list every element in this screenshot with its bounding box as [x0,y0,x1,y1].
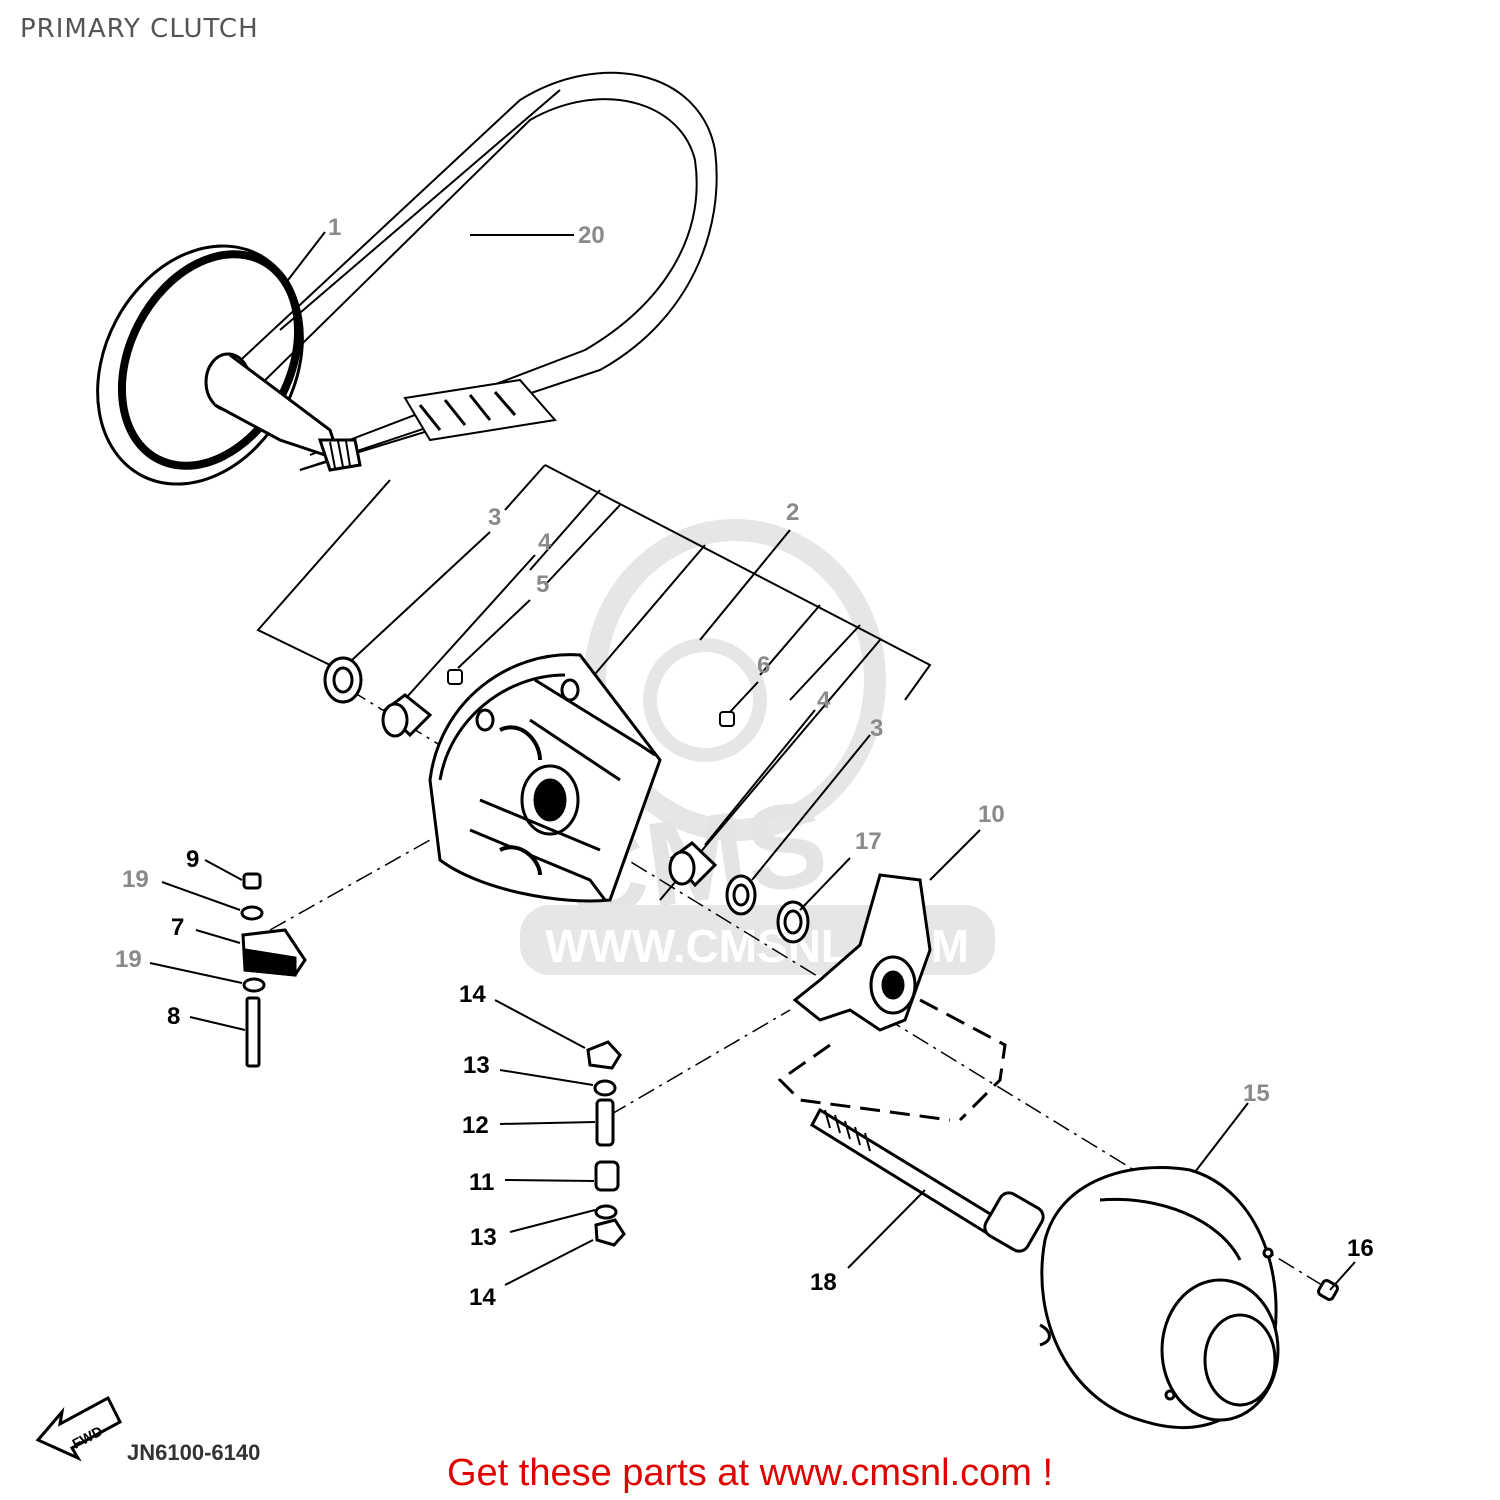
callout-2: 2 [786,499,799,526]
diagram-code: JN6100-6140 [127,1440,260,1465]
callout-4b: 4 [817,687,831,714]
washer-19-top [240,905,264,921]
cap-14-bottom [594,1218,626,1247]
washer-3-right [725,874,757,916]
callout-15: 15 [1243,1080,1270,1107]
cap-14-top [586,1040,622,1070]
callout-1: 1 [328,214,341,241]
weight-7 [241,928,307,977]
callout-5: 5 [536,571,549,598]
leader-lines [149,231,1356,1291]
callout-11: 11 [469,1169,494,1196]
callout-4a: 4 [538,529,552,556]
bushing-4-right [668,841,718,888]
callout-14a: 14 [459,981,486,1008]
nut-16 [1317,1279,1339,1301]
roller-11 [594,1160,620,1192]
clutch-housing [428,653,662,903]
callouts: 1 20 3 2 4 5 6 4 3 10 17 9 19 7 19 8 14 … [115,214,1374,1311]
washer-3-left [323,656,363,704]
callout-16: 16 [1347,1235,1374,1262]
callout-3b: 3 [870,715,883,742]
pin-8 [245,996,261,1068]
spider [792,873,932,1032]
fwd-arrow-icon: FWD [35,1395,122,1462]
pin-5 [447,669,463,685]
callout-13a: 13 [463,1052,490,1079]
pin-12 [595,1098,615,1147]
washer-17 [776,900,810,944]
pin-6 [719,711,735,727]
washer-13-top [593,1079,617,1097]
clutch-sheave [96,244,362,486]
callout-19a: 19 [122,866,149,893]
assembly-bracket [256,464,932,901]
page-title: PRIMARY CLUTCH [20,14,259,44]
callout-9: 9 [186,846,199,873]
callout-14b: 14 [469,1284,496,1311]
callout-10: 10 [978,801,1005,828]
washer-19-bottom [242,977,266,993]
callout-8: 8 [167,1003,180,1030]
nut-9 [242,872,262,890]
callout-6: 6 [757,652,770,679]
callout-13b: 13 [470,1224,497,1251]
callout-7: 7 [171,914,184,941]
bolt-18 [810,1107,1045,1253]
callout-18: 18 [810,1269,837,1296]
footer-link[interactable]: Get these parts at www.cmsnl.com ! [446,1452,1054,1494]
spider-dashed-box [777,998,1007,1122]
callout-20: 20 [578,222,605,249]
callout-3a: 3 [488,504,501,531]
washer-13-bottom [594,1204,618,1220]
clutch-cover [1039,1166,1280,1429]
callout-12: 12 [462,1112,489,1139]
bushing-4-left [381,693,433,738]
callout-17: 17 [855,828,882,855]
callout-19b: 19 [115,946,142,973]
